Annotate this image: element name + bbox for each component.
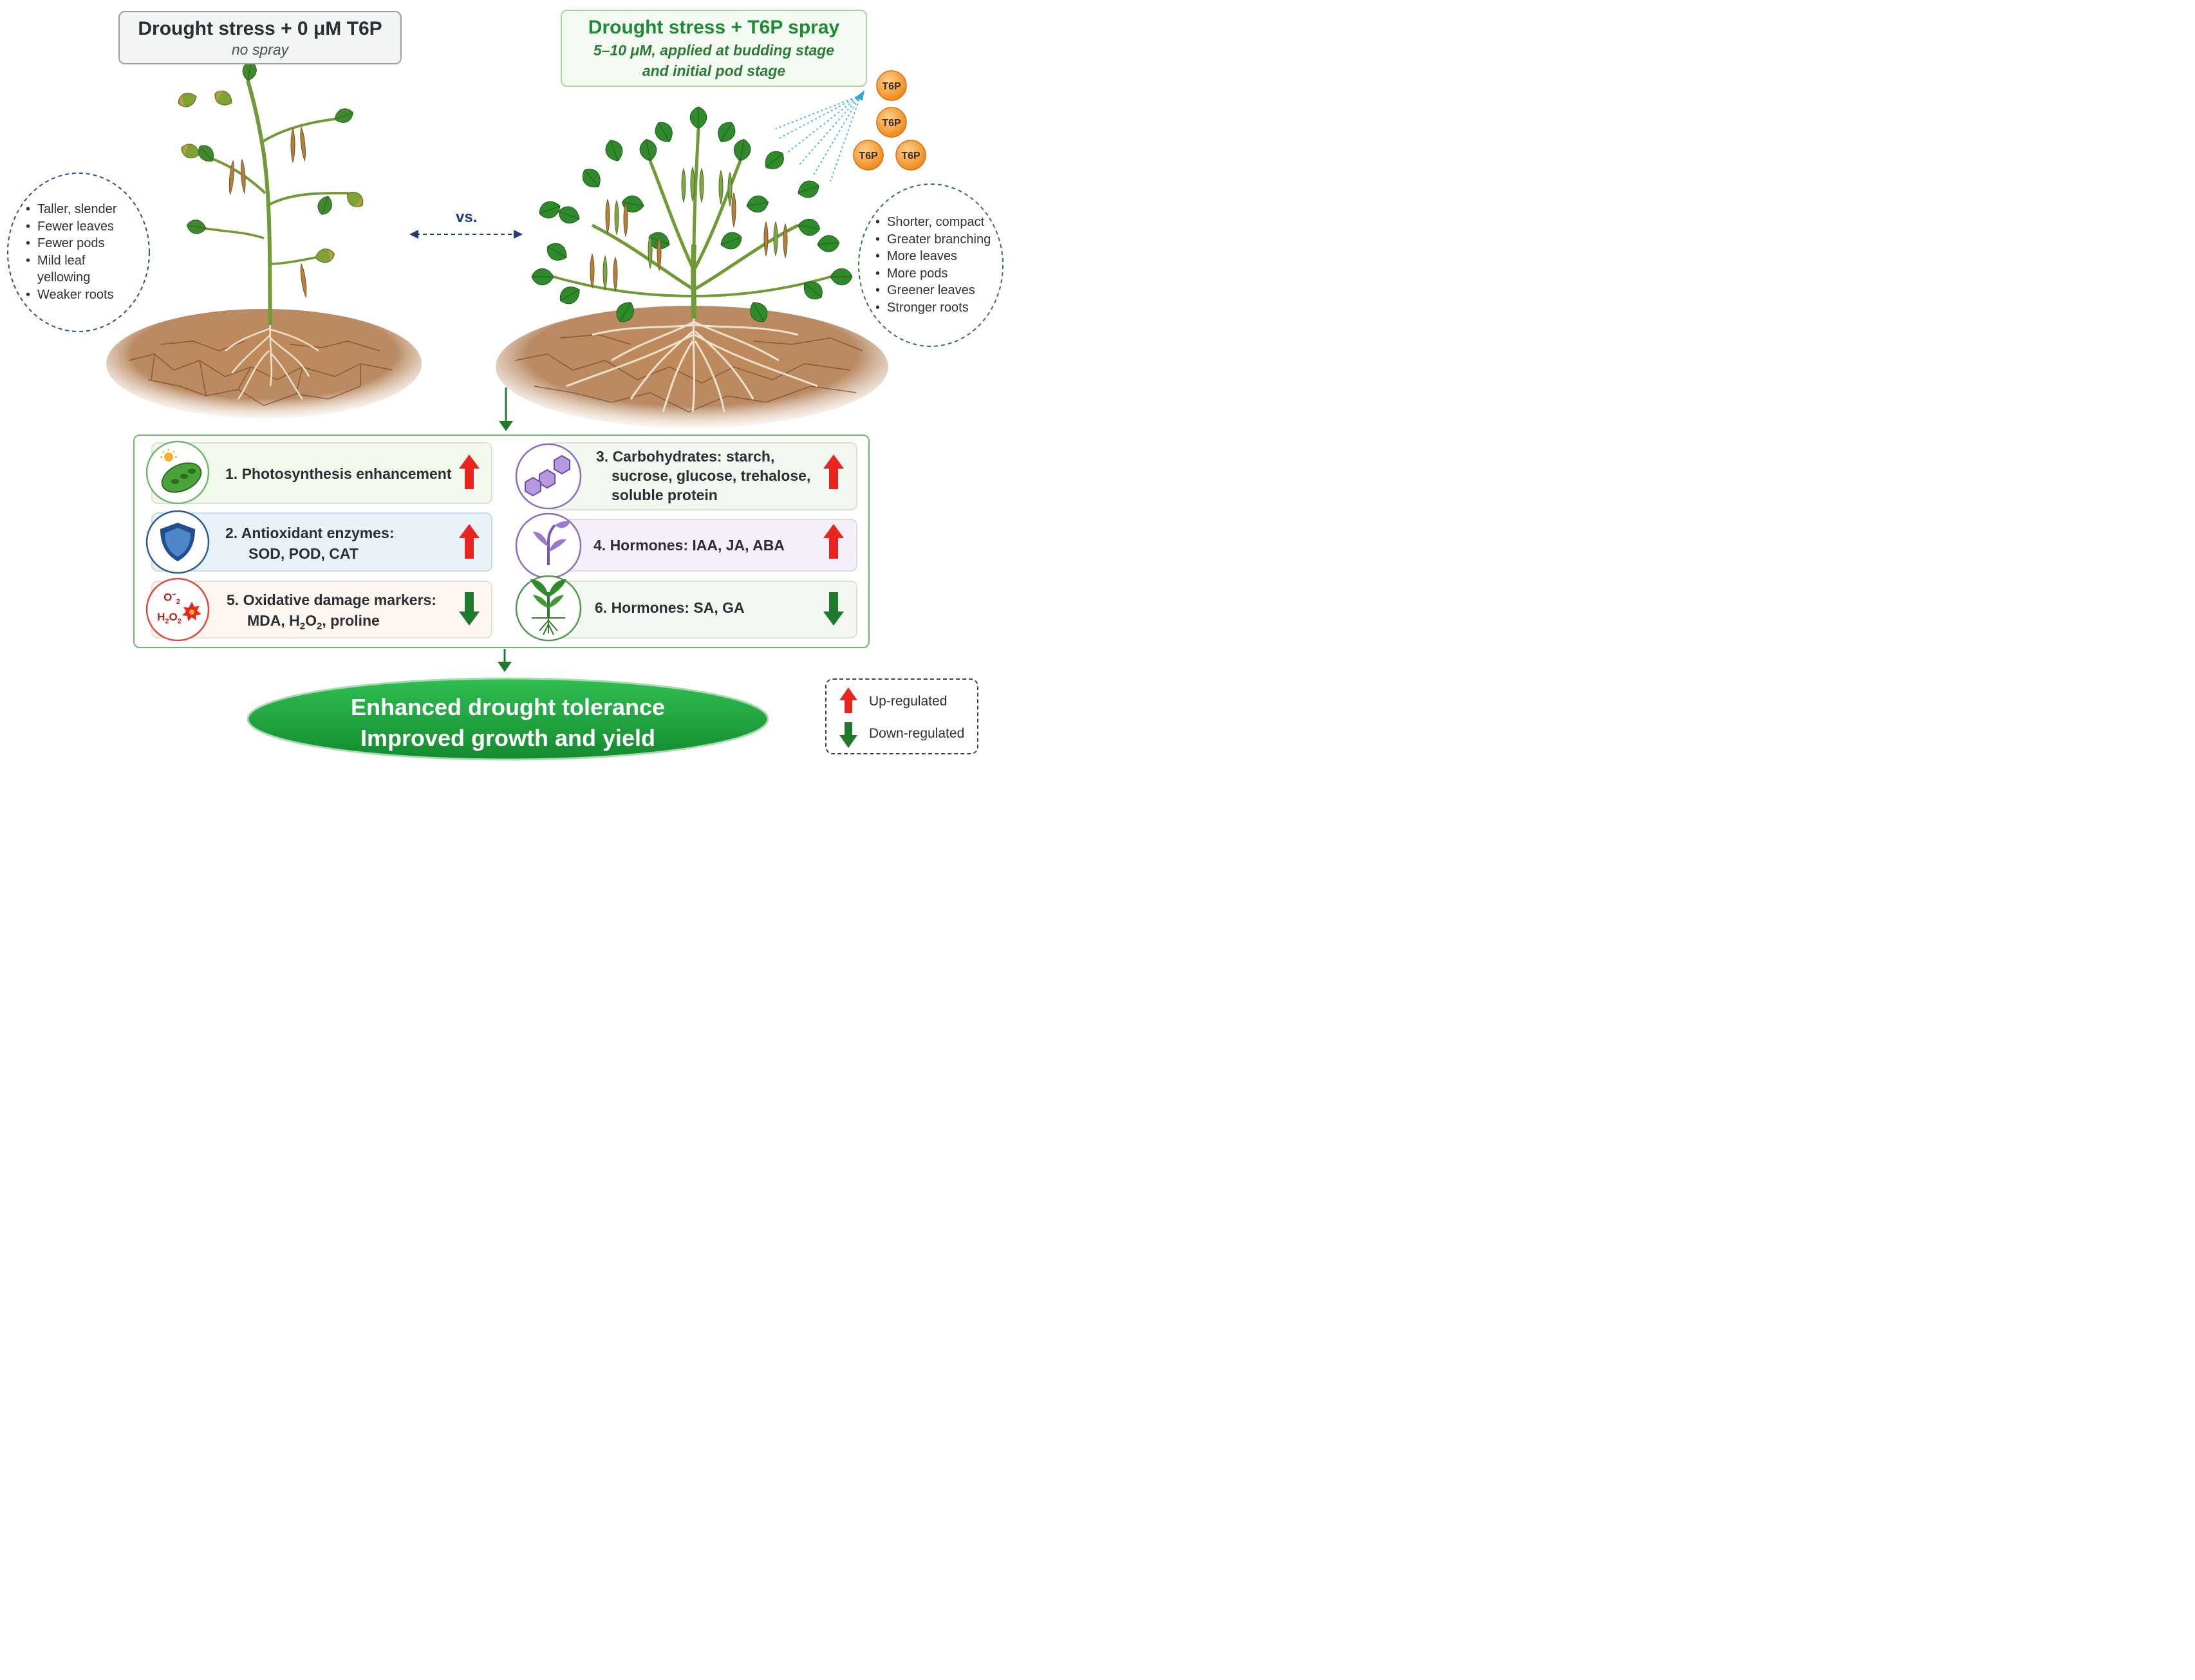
t6p-molecule-4 (895, 140, 926, 171)
effect-card-hormones-up (547, 519, 857, 572)
treatment-trait: Shorter, compact (874, 214, 996, 231)
treatment-trait: Greener leaves (874, 282, 996, 299)
result-line2: Improved growth and yield (360, 725, 656, 751)
treatment-title-box: Drought stress + T6P spray 5–10 μM, appl… (561, 10, 867, 87)
ros-formula: O−2 H2O2 (153, 588, 185, 628)
effect-3-line2: sucrose, glucose, trehalose, (612, 467, 811, 484)
effect-5-mda: MDA, H (247, 612, 300, 629)
right-strong-roots (566, 315, 818, 413)
effect-5-sub-b: 2 (317, 621, 322, 632)
result-ellipse (247, 677, 769, 761)
treatment-trait: Stronger roots (874, 299, 996, 317)
legend-up-label: Up-regulated (869, 694, 948, 709)
right-compact-plant (531, 106, 853, 326)
treatment-title: Drought stress + T6P spray (588, 17, 840, 38)
left-slender-plant (175, 60, 368, 326)
result-statement: Enhanced drought tolerance Improved grow… (248, 684, 767, 762)
flow-arrow-down-1 (499, 387, 513, 431)
peroxide-o: O (169, 611, 178, 624)
left-weak-roots (225, 321, 319, 400)
peroxide-sub-o: 2 (177, 617, 182, 626)
control-trait: Mild leaf (24, 252, 134, 270)
diagram-canvas: T6P T6P T6P T6P (7, 60, 1004, 761)
comparison-double-arrow (409, 230, 523, 239)
control-trait: Fewer pods (24, 235, 134, 252)
t6p-label-4: T6P (901, 151, 920, 162)
peroxide-h: H (157, 611, 165, 624)
treatment-traits-list: Shorter, compact Greater branching More … (874, 214, 996, 316)
control-title: Drought stress + 0 μM T6P (138, 17, 382, 39)
treatment-subtitle-line2: and initial pod stage (642, 62, 786, 79)
effect-card-carbohydrates (547, 442, 857, 510)
effect-5-line1: 5. Oxidative damage markers: (227, 592, 436, 608)
spray-nozzle-icon (855, 90, 864, 100)
spray-mist (775, 95, 861, 182)
peroxide-sub-h: 2 (165, 617, 169, 626)
control-trait: Fewer leaves (24, 218, 134, 236)
treatment-subtitle-line1: 5–10 μM, applied at budding stage (593, 42, 835, 59)
superoxide-o: O (163, 591, 173, 604)
t6p-molecule-1 (876, 70, 907, 101)
peroxide-formula: H2O2 (153, 611, 185, 628)
treatment-trait: More pods (874, 265, 996, 283)
effect-5-label: 5. Oxidative damage markers: MDA, H2O2, … (227, 590, 458, 637)
control-subtitle: no spray (231, 41, 289, 58)
effect-5-sub-a: 2 (299, 621, 306, 632)
right-traits-circle (858, 183, 1004, 347)
legend-down-label: Down-regulated (869, 726, 965, 741)
treatment-trait: More leaves (874, 248, 996, 265)
control-traits-list: Taller, slender Fewer leaves Fewer pods … (24, 201, 134, 303)
effect-3-line3: soluble protein (612, 487, 718, 503)
effect-2-line2: SOD, POD, CAT (248, 545, 359, 562)
t6p-molecule-2 (876, 107, 907, 138)
superoxide-sub: 2 (176, 598, 180, 606)
t6p-label-2: T6P (882, 118, 901, 129)
legend-box: Up-regulated Down-regulated (825, 678, 978, 754)
effect-2-label: 2. Antioxidant enzymes: SOD, POD, CAT (225, 523, 438, 564)
t6p-label-3: T6P (859, 151, 878, 162)
effect-5-proline: , proline (322, 612, 380, 629)
control-trait-continuation: yellowing (37, 270, 91, 285)
flow-arrow-down-2 (498, 649, 512, 672)
treatment-trait: Greater branching (874, 231, 996, 248)
effect-5-line2: MDA, H2O2, proline (227, 610, 458, 637)
t6p-molecule-3 (853, 140, 884, 171)
result-line1: Enhanced drought tolerance (350, 694, 666, 720)
left-traits-circle (7, 173, 150, 332)
effect-4-label: 4. Hormones: IAA, JA, ABA (593, 537, 785, 554)
effect-3-label: 3. Carbohydrates: starch, sucrose, gluco… (596, 447, 815, 505)
effect-1-label: 1. Photosynthesis enhancement (225, 465, 452, 482)
control-trait: Taller, slender (24, 201, 134, 218)
left-dry-soil (106, 309, 422, 418)
effect-6-label: 6. Hormones: SA, GA (595, 599, 745, 616)
comparison-label: vs. (456, 209, 478, 226)
effect-3-line1: 3. Carbohydrates: starch, (596, 448, 775, 465)
effect-2-line1: 2. Antioxidant enzymes: (225, 525, 395, 541)
control-title-box: Drought stress + 0 μM T6P no spray (118, 11, 402, 64)
effect-card-hormones-down (547, 581, 857, 639)
effect-5-o: O (305, 612, 317, 629)
superoxide-formula: O−2 (153, 588, 185, 608)
control-trait: Weaker roots (24, 286, 134, 304)
t6p-label-1: T6P (882, 81, 901, 92)
superoxide-charge: − (172, 591, 176, 599)
